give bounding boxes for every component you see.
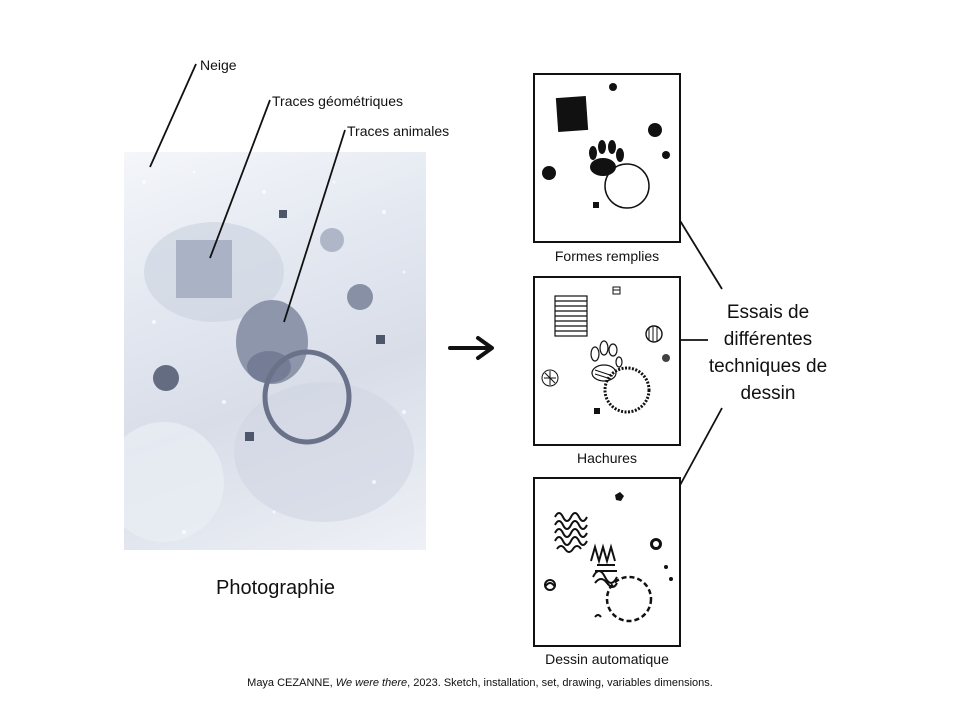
label-traces-animales: Traces animales (347, 123, 450, 139)
ring-trace (262, 349, 352, 445)
filled-shapes-drawing (542, 83, 670, 209)
caption-dessin-automatique: Dessin automatique (545, 651, 669, 667)
panel-dessin-automatique (533, 477, 681, 647)
label-traces-geometriques: Traces géométriques (272, 93, 403, 109)
automatic-drawing (544, 492, 673, 623)
snow-photo-drawing (124, 170, 414, 542)
pointer-traces-animales (283, 129, 346, 323)
credit-rest: , 2023. Sketch, installation, set, drawi… (407, 677, 713, 689)
pointer-traces-geometriques (209, 99, 271, 259)
essais-line-1: Essais de (726, 302, 810, 323)
panel-hachures (533, 276, 681, 446)
caption-photographie: Photographie (216, 577, 335, 599)
caption-hachures: Hachures (577, 450, 637, 466)
essais-line-3: techniques de (708, 356, 828, 377)
hole-trace (153, 365, 179, 391)
credit-title: We were there (335, 677, 408, 689)
square-trace (176, 240, 232, 298)
essais-text: Essais de différentes techniques de dess… (688, 299, 848, 407)
hatching-drawing (541, 286, 670, 414)
label-neige: Neige (200, 57, 237, 73)
arrow-right-icon (448, 336, 494, 360)
caption-formes-remplies: Formes remplies (554, 248, 660, 264)
hole-trace (347, 284, 373, 310)
snow-photograph (124, 152, 426, 550)
credit-author: Maya CEZANNE, (247, 677, 336, 689)
essais-line-2: différentes (723, 329, 813, 350)
credit-line: Maya CEZANNE, We were there, 2023. Sketc… (0, 677, 960, 689)
essais-line-4: dessin (740, 383, 796, 404)
pointer-neige (149, 63, 197, 168)
panel-formes-remplies (533, 73, 681, 243)
